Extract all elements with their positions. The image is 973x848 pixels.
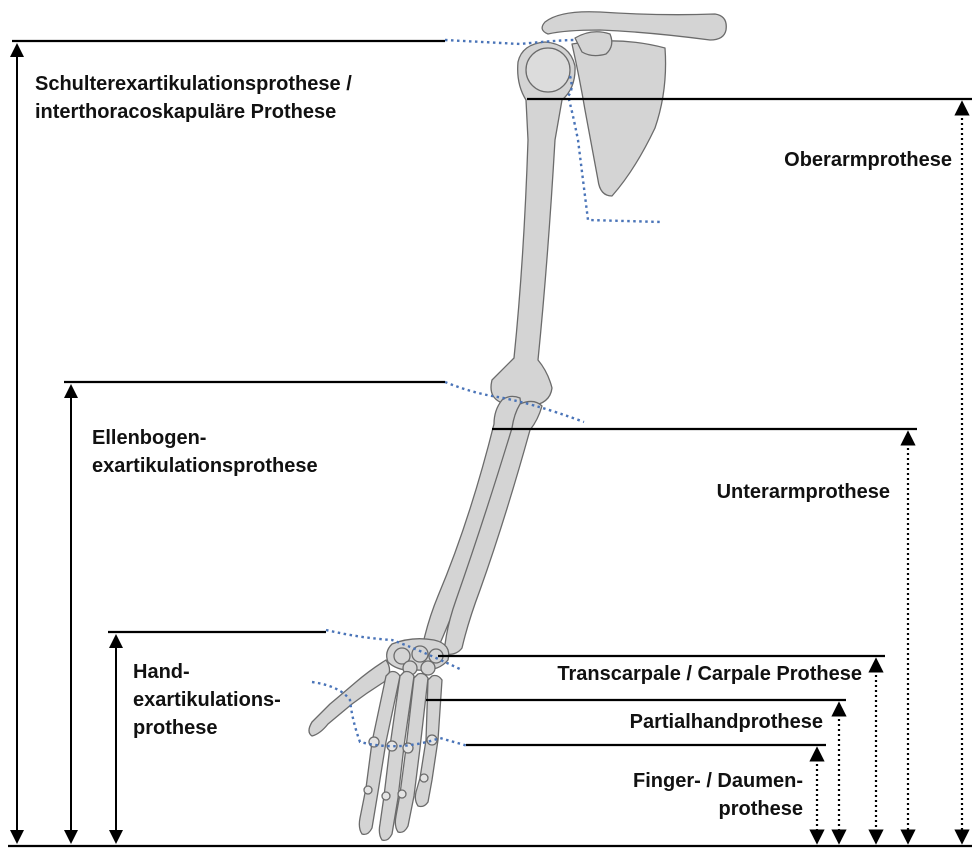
label-line: Transcarpale / Carpale Prothese bbox=[480, 660, 862, 688]
label-finger-prosthesis: Finger- / Daumen- prothese bbox=[580, 767, 803, 823]
label-line: exartikulationsprothese bbox=[92, 452, 318, 480]
label-line: Schulterexartikulationsprothese / bbox=[35, 70, 352, 98]
label-line: Oberarmprothese bbox=[720, 146, 952, 174]
label-partial-hand-prosthesis: Partialhandprothese bbox=[560, 708, 823, 736]
scapula bbox=[572, 41, 666, 196]
label-shoulder-prosthesis: Schulterexartikulationsprothese / intert… bbox=[35, 70, 352, 126]
label-line: exartikulations- bbox=[133, 686, 281, 714]
label-upper-arm-prosthesis: Oberarmprothese bbox=[720, 146, 952, 174]
label-transcarpal-prosthesis: Transcarpale / Carpale Prothese bbox=[480, 660, 862, 688]
label-line: prothese bbox=[580, 795, 803, 823]
label-line: Ellenbogen- bbox=[92, 424, 318, 452]
humerus bbox=[491, 42, 575, 406]
label-elbow-prosthesis: Ellenbogen- exartikulationsprothese bbox=[92, 424, 318, 480]
label-line: Unterarmprothese bbox=[640, 478, 890, 506]
label-line: prothese bbox=[133, 714, 281, 742]
label-line: interthoracoskapuläre Prothese bbox=[35, 98, 352, 126]
label-forearm-prosthesis: Unterarmprothese bbox=[640, 478, 890, 506]
label-line: Hand- bbox=[133, 658, 281, 686]
label-line: Partialhandprothese bbox=[560, 708, 823, 736]
label-line: Finger- / Daumen- bbox=[580, 767, 803, 795]
clavicle bbox=[542, 12, 726, 40]
range-arrows-dotted bbox=[817, 108, 962, 837]
label-hand-exart-prosthesis: Hand- exartikulations- prothese bbox=[133, 658, 281, 742]
